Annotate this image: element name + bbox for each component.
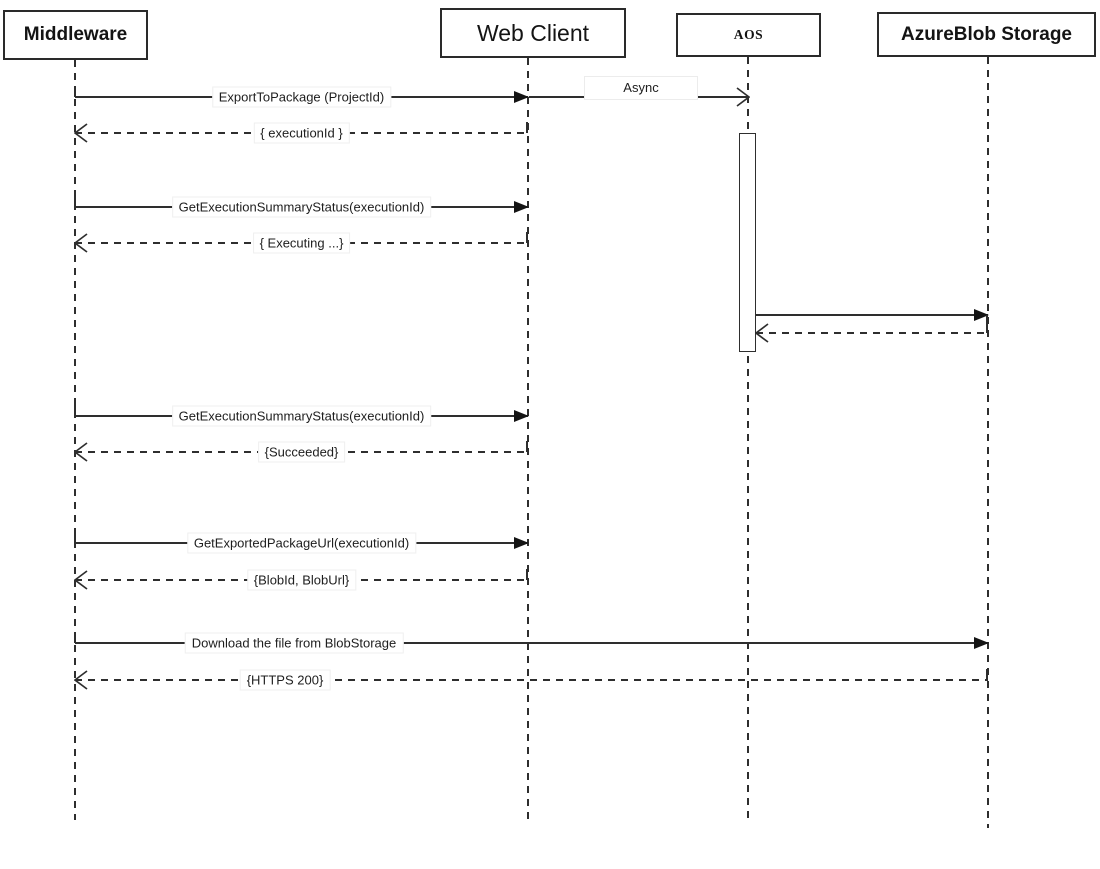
open-arrowhead-icon [73,442,88,462]
actor-label-aos: AOS [733,27,764,42]
message-label: {HTTPS 200} [239,669,331,691]
lifeline-web-client [527,58,529,820]
line-start-tick [74,86,76,97]
message-line [75,679,988,681]
filled-arrowhead-icon [514,409,529,422]
open-arrowhead-icon [736,87,751,107]
message-label: Async [584,76,698,100]
line-start-tick [74,532,76,543]
message-label: ExportToPackage (ProjectId) [211,86,392,108]
message-label: { Executing ...} [252,232,351,254]
actor-label-azureblob-storage: AzureBlob Storage [900,23,1073,45]
message-label: {BlobId, BlobUrl} [246,569,357,591]
line-end-tick [986,315,988,333]
actor-label-middleware: Middleware [23,24,128,45]
lifeline-middleware [74,60,76,820]
actor-box-web-client: Web Client [440,8,626,58]
message-line [756,332,988,334]
line-start-tick [74,632,76,643]
line-end-tick [526,122,528,133]
open-arrowhead-icon [73,670,88,690]
line-end-tick [526,232,528,243]
message-label: GetExportedPackageUrl(executionId) [186,532,417,554]
line-end-tick [526,441,528,452]
activation-bar-aos [739,133,756,352]
open-arrowhead-icon [754,323,769,343]
lifeline-aos [747,57,749,820]
message-line [75,642,988,644]
filled-arrowhead-icon [974,636,989,649]
filled-arrowhead-icon [514,536,529,549]
open-arrowhead-icon [73,570,88,590]
actor-box-aos: AOS [676,13,821,57]
open-arrowhead-icon [73,123,88,143]
message-label: GetExecutionSummaryStatus(executionId) [171,405,432,427]
filled-arrowhead-icon [974,308,989,321]
message-label: {Succeeded} [257,441,346,463]
filled-arrowhead-icon [514,90,529,103]
actor-box-middleware: Middleware [3,10,148,60]
message-label: GetExecutionSummaryStatus(executionId) [171,196,432,218]
line-start-tick [74,196,76,207]
line-end-tick [526,569,528,580]
message-line [756,314,988,316]
open-arrowhead-icon [73,233,88,253]
message-label: Download the file from BlobStorage [184,632,404,654]
actor-label-web-client: Web Client [476,19,590,46]
filled-arrowhead-icon [514,200,529,213]
line-start-tick [74,405,76,416]
message-label: { executionId } [253,122,350,144]
line-end-tick [986,669,988,680]
lifeline-azureblob-storage [987,57,989,828]
actor-box-azureblob-storage: AzureBlob Storage [877,12,1096,57]
